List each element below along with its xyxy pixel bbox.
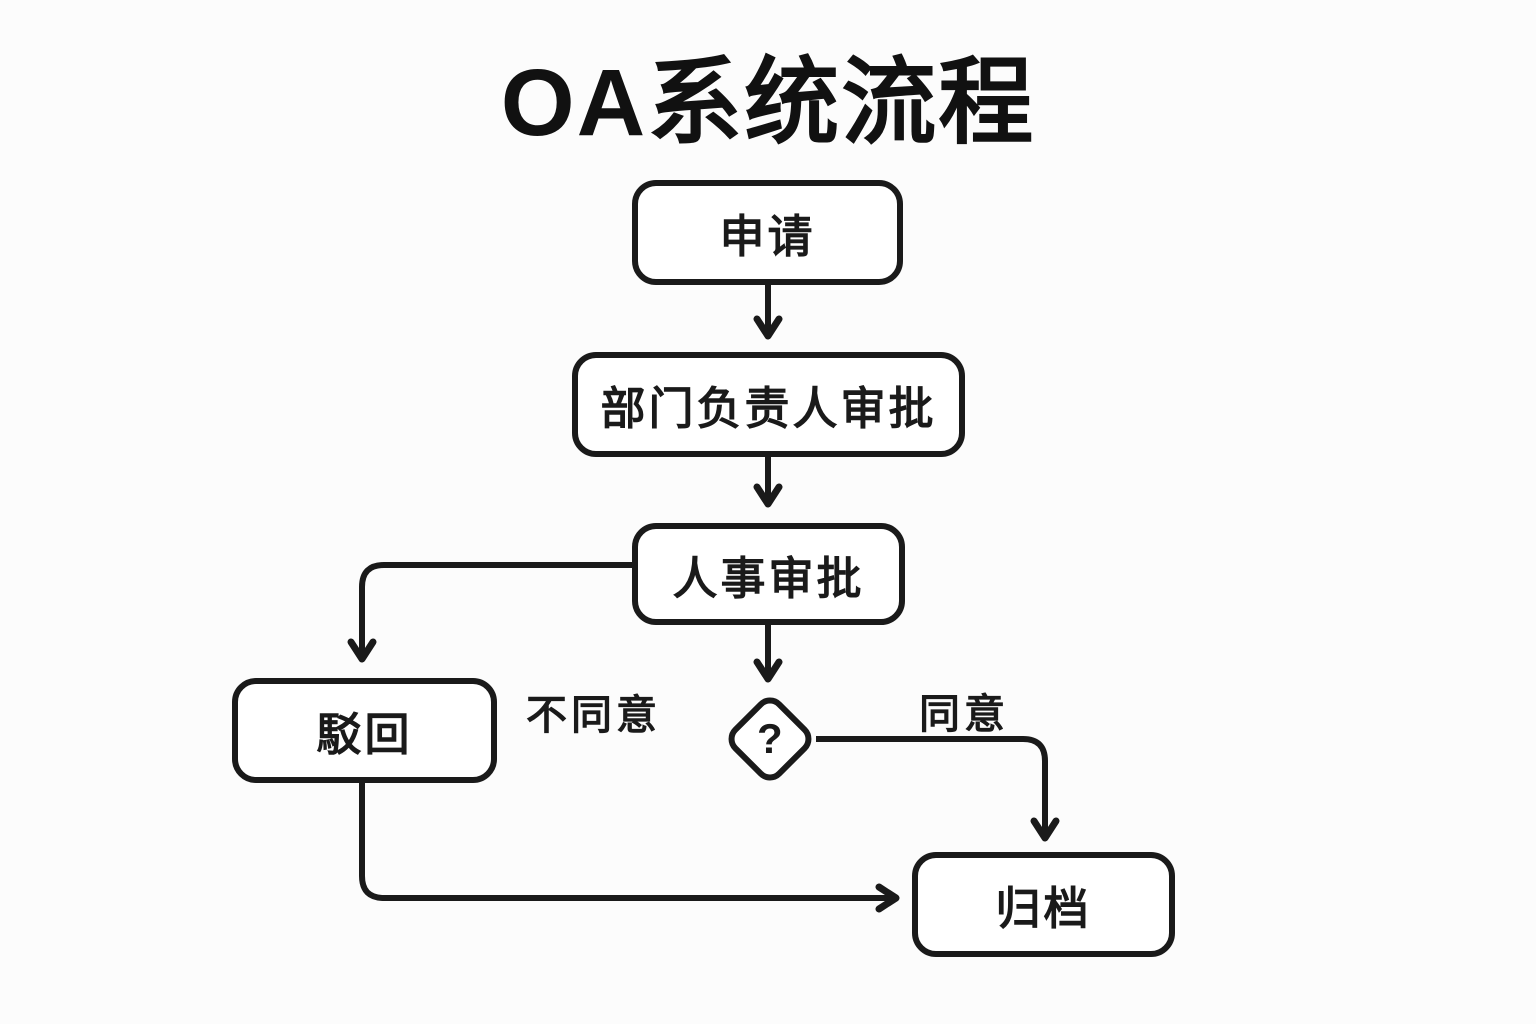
node-reject-label: 駁回 <box>316 709 413 760</box>
node-hr-approval-label: 人事审批 <box>672 552 865 604</box>
edge-decision-to-archive <box>816 736 1060 842</box>
edge-label-agree: 同意 <box>919 691 1009 737</box>
node-apply-label: 申请 <box>719 211 816 262</box>
node-dept-approval: 部门负责人审批 <box>572 352 965 457</box>
node-apply: 申请 <box>632 180 903 285</box>
decision-diamond-label: ? <box>757 715 783 762</box>
page-title: OA系统流程 <box>500 50 1036 156</box>
node-dept-approval-label: 部门负责人审批 <box>600 383 937 434</box>
node-hr-approval: 人事审批 <box>632 523 905 625</box>
node-reject: 駁回 <box>232 678 497 783</box>
edge-hr-to-reject <box>347 562 632 663</box>
edge-label-disagree: 不同意 <box>526 692 661 738</box>
edge-reject-to-archive <box>359 783 900 913</box>
node-archive: 归档 <box>912 852 1175 957</box>
node-archive-label: 归档 <box>995 883 1092 934</box>
